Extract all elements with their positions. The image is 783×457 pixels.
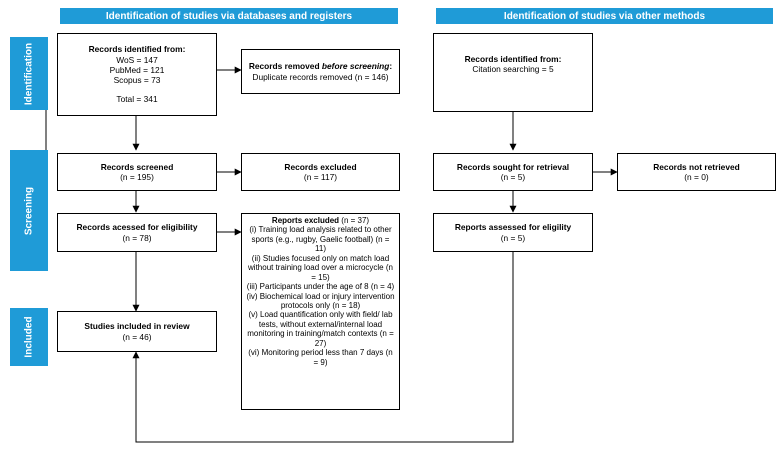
reports-excluded-heading: Reports excluded (n = 37) [272,216,369,225]
exclusion-reason-1: (i) Training load analysis related to ot… [249,225,392,254]
header-databases: Identification of studies via databases … [60,8,398,24]
records-identified-other-title: Records identified from: [464,54,562,64]
records-removed-title: Records removed before screening: [249,61,392,71]
phase-included: Included [10,308,48,366]
studies-included-count: (n = 46) [122,331,152,342]
exclusion-reason-6: (vi) Monitoring period less than 7 days … [248,348,393,367]
records-total: Total = 341 [116,94,158,105]
reports-excluded-title: Reports excluded [271,216,340,225]
reports-excluded-count: (n = 37) [339,216,370,225]
phase-screening-label: Screening [23,186,35,235]
exclusion-reason-4: (iv) Biochemical load or injury interven… [246,291,395,310]
phase-identification: Identification [10,37,48,110]
records-identified-title: Records identified from: [88,44,186,55]
records-removed: Records removed before screening: Duplic… [241,49,400,94]
records-eligibility-count: (n = 78) [122,232,152,243]
records-identified-databases: Records identified from: WoS = 147 PubMe… [57,33,217,116]
source-wos: WoS = 147 [116,54,158,65]
records-screened-title: Records screened [100,161,174,172]
records-not-retrieved-title: Records not retrieved [653,161,740,172]
phase-included-label: Included [23,316,35,358]
records-eligibility-title: Records acessed for eligibility [76,222,198,233]
records-excluded-count: (n = 117) [303,172,338,182]
studies-included-title: Studies included in review [84,321,190,332]
removed-title-suffix: : [389,61,393,72]
studies-included: Studies included in review (n = 46) [57,311,217,352]
reports-assessed-other: Reports assessed for eligility (n = 5) [433,213,593,252]
source-pubmed: PubMed = 121 [109,64,165,75]
records-eligibility: Records acessed for eligibility (n = 78) [57,213,217,252]
records-not-retrieved: Records not retrieved (n = 0) [617,153,776,191]
records-not-retrieved-count: (n = 0) [684,172,709,182]
reports-assessed-count: (n = 5) [500,232,526,243]
records-sought: Records sought for retrieval (n = 5) [433,153,593,191]
records-excluded-title: Records excluded [284,161,357,172]
records-screened: Records screened (n = 195) [57,153,217,191]
reports-assessed-title: Reports assessed for eligility [454,222,572,233]
duplicates-removed: Duplicate records removed (n = 146) [252,71,389,82]
exclusion-reason-3: (iii) Participants under the age of 8 (n… [246,282,395,292]
arrow-assessed-to-included [132,252,514,443]
records-excluded: Records excluded (n = 117) [241,153,400,191]
citation-searching: Citation searching = 5 [472,64,554,75]
removed-title-prefix: Records removed [248,61,322,72]
exclusion-reason-5: (v) Load quantification only with field/… [247,310,394,348]
phase-screening: Screening [10,150,48,271]
source-scopus: Scopus = 73 [113,75,161,86]
records-sought-count: (n = 5) [500,172,526,182]
records-sought-title: Records sought for retrieval [456,161,570,172]
exclusion-reason-2: (ii) Studies focused only on match load … [248,253,393,282]
header-other-methods: Identification of studies via other meth… [436,8,773,24]
phase-identification-label: Identification [23,42,35,105]
records-screened-count: (n = 195) [120,172,154,182]
removed-title-emph: before screening [321,61,390,72]
reports-excluded: Reports excluded (n = 37) (i) Training l… [241,213,400,410]
records-identified-other: Records identified from: Citation search… [433,33,593,112]
